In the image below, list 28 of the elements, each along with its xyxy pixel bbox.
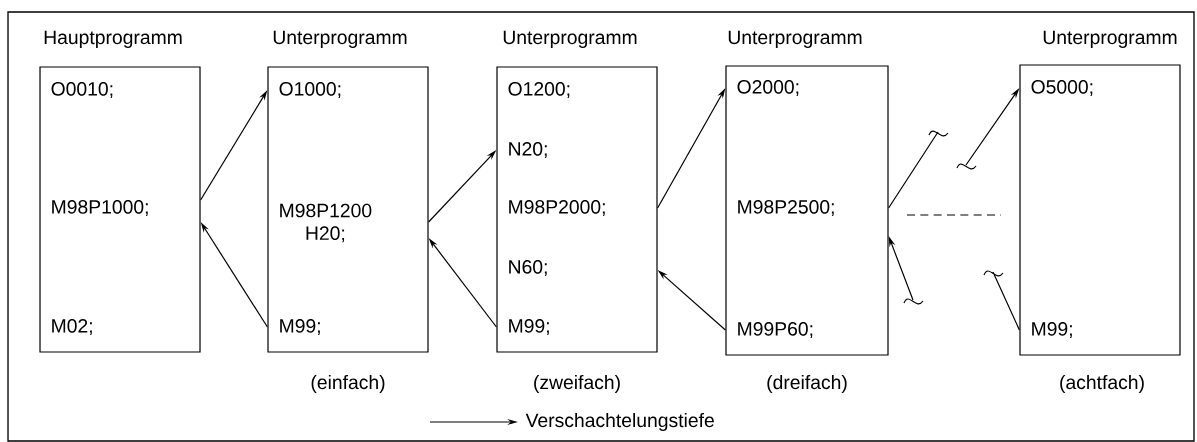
- code-line: M98P1200 H20;: [280, 203, 372, 243]
- program-heading: Unterprogramm: [728, 30, 862, 48]
- code-line: M99P60;: [738, 322, 813, 338]
- legend-text: Verschachtelungstiefe: [525, 413, 714, 431]
- program-heading: Unterprogramm: [503, 30, 637, 48]
- code-line: M99;: [1032, 322, 1072, 338]
- code-line: O1200;: [508, 82, 570, 98]
- code-line: M98P1000;: [52, 200, 148, 216]
- nesting-level-label: (zweifach): [534, 375, 620, 393]
- code-line: O0010;: [51, 82, 113, 98]
- program-heading: Hauptprogramm: [44, 30, 182, 48]
- nesting-level-label: (achtfach): [1060, 375, 1144, 393]
- code-line: O2000;: [737, 80, 799, 96]
- code-line: M02;: [52, 319, 92, 335]
- code-line: M99;: [509, 319, 549, 335]
- program-heading: Unterprogramm: [273, 30, 407, 48]
- code-line: O5000;: [1031, 80, 1093, 96]
- code-line: N60;: [509, 260, 547, 276]
- code-line: M98P2500;: [738, 200, 834, 216]
- code-line: M99;: [280, 319, 320, 335]
- nesting-level-label: (dreifach): [767, 375, 847, 393]
- arrow: [888, 130, 949, 209]
- arrow: [983, 270, 1020, 331]
- code-line: N20;: [509, 142, 547, 158]
- code-line: O1000;: [279, 82, 341, 98]
- nesting-level-label: (einfach): [311, 375, 385, 393]
- code-line: M98P2000;: [509, 200, 605, 216]
- program-heading: Unterprogramm: [1043, 30, 1177, 48]
